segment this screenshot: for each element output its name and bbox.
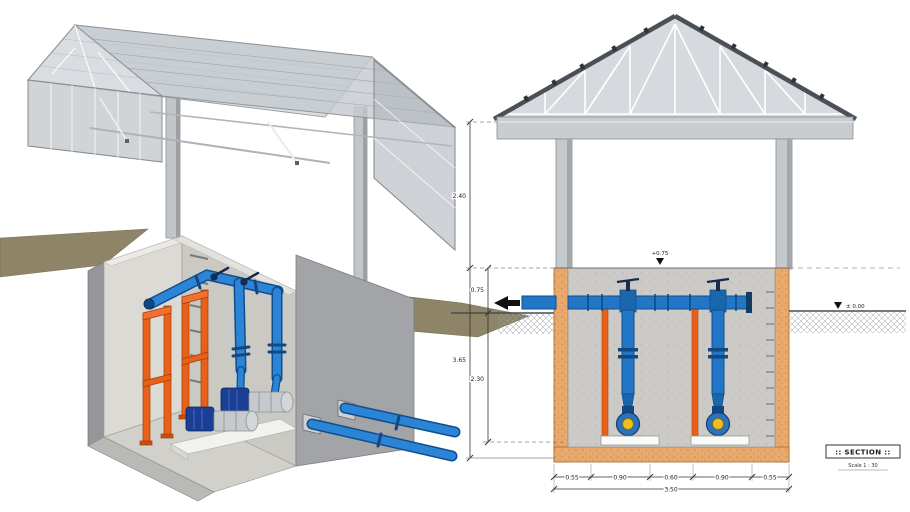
- section-header-pipe: [494, 292, 752, 313]
- guard-rail-frame-2: [178, 289, 211, 420]
- section-view: +0.75 ± 0.00 2.40 0.75 3.65 2.: [451, 14, 906, 495]
- dim-bottom-seg-2: 0.90: [613, 475, 627, 482]
- dim-ground-to-floor: 2.30: [471, 376, 485, 383]
- dim-bottom-seg-3: 0.60: [664, 475, 678, 482]
- dim-tank-top-to-ground: 0.75: [471, 287, 485, 294]
- dim-roof-to-tank-top: 2.40: [453, 193, 467, 200]
- section-riser-pump-2: [690, 277, 750, 446]
- blind-flange: [746, 292, 752, 313]
- iso-valve-handles: [210, 266, 260, 286]
- section-scale: Scale 1 : 30: [848, 463, 877, 469]
- section-columns: [555, 138, 793, 270]
- section-roof-truss: [492, 14, 858, 140]
- iso-discharge-pipes: [306, 402, 461, 462]
- guard-rail-frame-1: [139, 305, 174, 446]
- tank-top-level-label: +0.75: [652, 251, 669, 257]
- wall-rung-ticks: [766, 291, 774, 437]
- ground-level-label: ± 0.00: [846, 304, 865, 310]
- dim-bottom-seg-1: 0.55: [565, 475, 579, 482]
- section-title-block: :: SECTION :: Scale 1 : 30: [825, 444, 901, 471]
- iso-pump-2: [220, 387, 294, 413]
- iso-pump-1: [185, 406, 259, 432]
- section-dimensions-vertical: [466, 118, 566, 462]
- dim-tank-total-depth: 3.65: [453, 357, 467, 364]
- iso-roof-canopy: [27, 24, 457, 252]
- iso-pump-pit: [87, 235, 297, 502]
- level-marker-tank-top: +0.75: [651, 250, 670, 265]
- iso-view: [0, 24, 531, 502]
- pipe-end-flange: [143, 298, 155, 310]
- flow-arrow: [494, 296, 508, 310]
- purlin-clips: [523, 25, 825, 102]
- level-marker-ground: ± 0.00: [834, 302, 866, 311]
- pump-pedestal-2: [690, 435, 750, 446]
- pump-pedestal-1: [600, 435, 660, 446]
- dim-bottom-seg-4: 0.90: [715, 475, 729, 482]
- dim-bottom-seg-5: 0.55: [763, 475, 777, 482]
- section-ground: [451, 310, 906, 334]
- section-dimensions-bottom: 0.55 0.90 0.60 0.90 0.55 3.50: [550, 464, 793, 495]
- dim-bottom-overall: 3.50: [664, 487, 678, 494]
- section-title: :: SECTION ::: [835, 449, 890, 457]
- iso-guard-rails: [139, 289, 211, 446]
- iso-eave-rails: [89, 97, 453, 165]
- section-riser-pump-1: [600, 277, 660, 446]
- eave-beam: [496, 116, 854, 140]
